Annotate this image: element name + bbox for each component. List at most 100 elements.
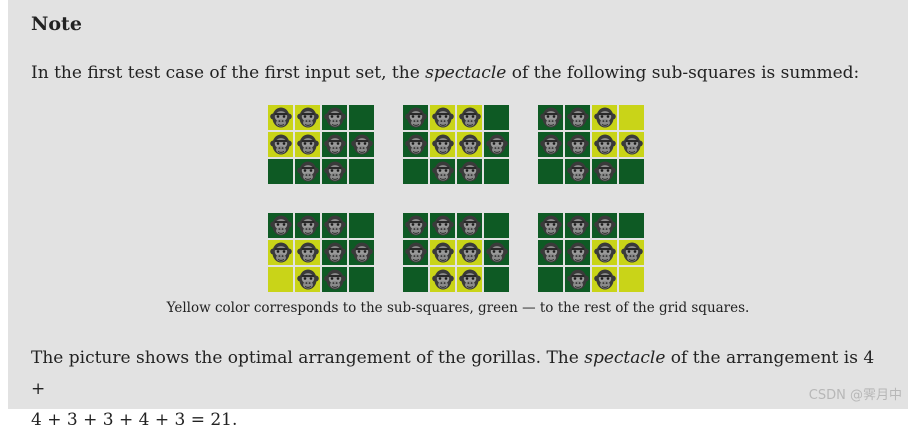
- figure-caption: Yellow color corresponds to the sub-squa…: [166, 300, 750, 316]
- gorilla-icon: [567, 269, 589, 290]
- gorilla-icon: [405, 242, 427, 263]
- gorilla-icon: [324, 269, 346, 290]
- grid-cell: [565, 267, 590, 292]
- gorilla-icon: [621, 134, 643, 155]
- gorilla-icon: [351, 134, 373, 155]
- gorilla-icon: [594, 242, 616, 263]
- subsquares-figure: [267, 104, 647, 294]
- gorilla-icon: [540, 134, 562, 155]
- grid-cell: [349, 159, 374, 184]
- subsquare-cell: [457, 240, 482, 265]
- gorilla-icon: [567, 161, 589, 182]
- grid-cell: [538, 105, 563, 130]
- note-panel: Note In the first test case of the first…: [8, 0, 908, 430]
- grid-cell: [484, 267, 509, 292]
- gorilla-icon: [621, 242, 643, 263]
- grid-cell: [403, 267, 428, 292]
- grid-cell: [430, 213, 455, 238]
- grid-cell: [403, 159, 428, 184]
- grid-cell: [484, 105, 509, 130]
- note-title: Note: [31, 13, 82, 35]
- gorilla-icon: [270, 134, 292, 155]
- subsquare-cell: [430, 267, 455, 292]
- grid-cell: [484, 213, 509, 238]
- gorilla-icon: [459, 107, 481, 128]
- gorilla-icon: [594, 269, 616, 290]
- gorilla-icon: [486, 242, 508, 263]
- grid-cell: [322, 213, 347, 238]
- subsquare-cell: [268, 267, 293, 292]
- gorilla-icon: [270, 107, 292, 128]
- gorilla-icon: [297, 242, 319, 263]
- subsquare-cell: [268, 132, 293, 157]
- para1-prefix: In the first test case of the first inpu…: [31, 63, 426, 83]
- gorilla-icon: [297, 215, 319, 236]
- gorilla-icon: [486, 134, 508, 155]
- subsquare-cell: [592, 132, 617, 157]
- subsquare-cell: [592, 105, 617, 130]
- gorilla-icon: [270, 242, 292, 263]
- gorilla-icon: [459, 161, 481, 182]
- grid-cell: [403, 213, 428, 238]
- grid-cell: [295, 159, 320, 184]
- gorilla-icon: [270, 215, 292, 236]
- grid-cell: [565, 105, 590, 130]
- grid-cell: [295, 213, 320, 238]
- gorilla-icon: [594, 215, 616, 236]
- grid-cell: [322, 105, 347, 130]
- gorilla-icon: [432, 161, 454, 182]
- gorilla-icon: [324, 107, 346, 128]
- gorilla-icon: [594, 134, 616, 155]
- grid-cell: [565, 240, 590, 265]
- grid-cell: [349, 105, 374, 130]
- grid-cell: [403, 240, 428, 265]
- gorilla-icon: [297, 269, 319, 290]
- gorilla-icon: [567, 242, 589, 263]
- grid-cell: [349, 240, 374, 265]
- subsquare-cell: [268, 105, 293, 130]
- subsquare-cell: [430, 132, 455, 157]
- gorilla-icon: [459, 269, 481, 290]
- subsquare-cell: [619, 132, 644, 157]
- grid-cell: [565, 132, 590, 157]
- watermark: CSDN @霁月中: [808, 388, 902, 403]
- grid-cell: [538, 213, 563, 238]
- para1-suffix: of the following sub-squares is summed:: [506, 63, 860, 83]
- grid-cell: [538, 159, 563, 184]
- subsquare-cell: [295, 267, 320, 292]
- subsquare-cell: [457, 267, 482, 292]
- grid-cell: [430, 159, 455, 184]
- grid-cell: [538, 267, 563, 292]
- gorilla-icon: [567, 215, 589, 236]
- gorilla-icon: [405, 215, 427, 236]
- gorilla-icon: [432, 242, 454, 263]
- gorilla-icon: [567, 107, 589, 128]
- grid-cell: [457, 159, 482, 184]
- grid-cell: [592, 213, 617, 238]
- subsquare-cell: [619, 267, 644, 292]
- gorilla-icon: [459, 134, 481, 155]
- grid-cell: [565, 213, 590, 238]
- gorilla-icon: [324, 242, 346, 263]
- subsquare-cell: [295, 105, 320, 130]
- para2-line2: 4 + 3 + 3 + 4 + 3 = 21.: [31, 410, 238, 430]
- grid-cell: [349, 213, 374, 238]
- subsquare-cell: [457, 105, 482, 130]
- grid-cell: [268, 213, 293, 238]
- grid-cell: [484, 159, 509, 184]
- grid-cell: [322, 267, 347, 292]
- gorilla-icon: [459, 242, 481, 263]
- grid-cell: [403, 105, 428, 130]
- grid-cell: [349, 267, 374, 292]
- gorilla-icon: [351, 242, 373, 263]
- grid-cell: [619, 213, 644, 238]
- grid-cell: [484, 132, 509, 157]
- grid-cell: [457, 213, 482, 238]
- grid-cell: [322, 240, 347, 265]
- para1-emphasis: spectacle: [425, 63, 507, 83]
- gorilla-icon: [432, 134, 454, 155]
- subsquare-cell: [268, 240, 293, 265]
- gorilla-icon: [459, 215, 481, 236]
- gorilla-icon: [297, 134, 319, 155]
- subsquare-cell: [295, 240, 320, 265]
